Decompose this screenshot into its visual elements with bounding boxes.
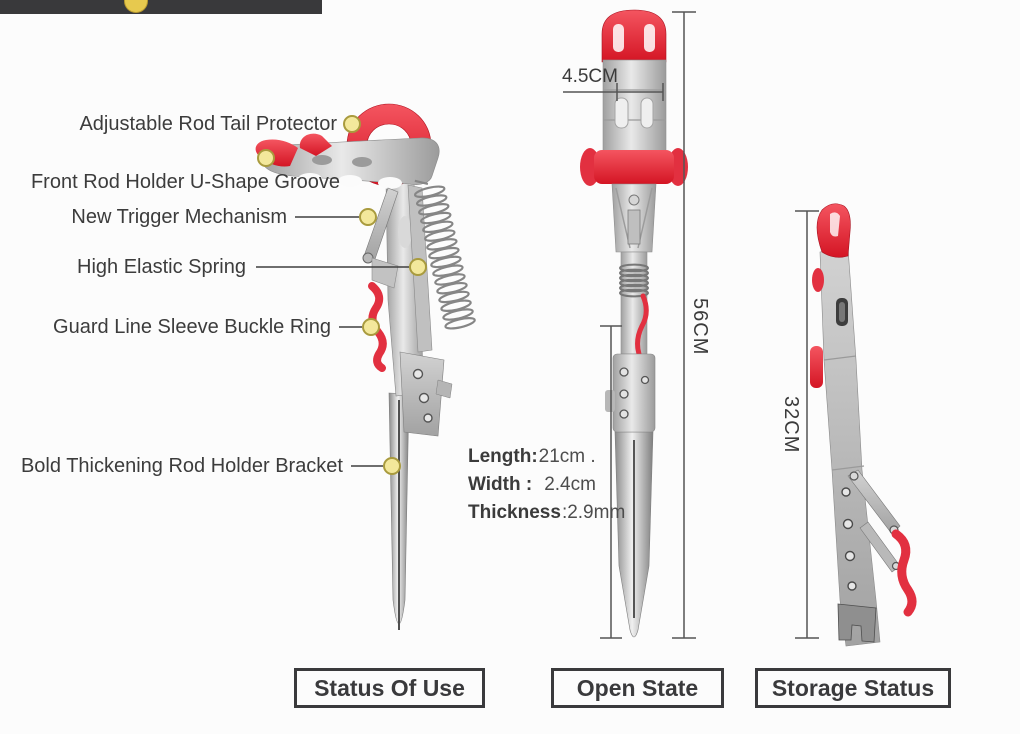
dimension-lines <box>563 11 819 639</box>
callout-label-rod-tail-protector: Adjustable Rod Tail Protector <box>79 113 337 135</box>
caption-storage-status: Storage Status <box>755 668 951 708</box>
dimension-storage-height: 32CM <box>780 396 802 454</box>
callout-label-trigger-mechanism: New Trigger Mechanism <box>71 206 287 228</box>
callout-dot-icon <box>257 149 275 167</box>
top-banner-fragment <box>0 0 322 14</box>
storage-view-image <box>810 203 917 647</box>
callout-label-ushape-groove: Front Rod Holder U-Shape Groove <box>30 171 340 193</box>
caption-status-of-use: Status Of Use <box>294 668 485 708</box>
spec-thickness-value: :2.9mm <box>561 502 626 523</box>
open-view-image <box>580 9 688 638</box>
callout-lines <box>256 216 409 467</box>
callout-dot-icon <box>383 457 401 475</box>
dimension-open-height: 56CM <box>689 298 711 356</box>
callout-dots <box>257 115 427 475</box>
caption-open-state: Open State <box>551 668 724 708</box>
spring-coil <box>413 179 476 330</box>
spec-thickness-label: Thickness <box>468 502 561 523</box>
callout-label-buckle-ring: Guard Line Sleeve Buckle Ring <box>53 316 331 338</box>
spec-list: Length: 21cm . Width : 2.4cm Thickness :… <box>468 446 625 530</box>
spec-thickness: Thickness :2.9mm <box>468 502 625 530</box>
dimension-top-width: 4.5CM <box>562 66 618 87</box>
callout-dot-icon <box>409 258 427 276</box>
callout-label-elastic-spring: High Elastic Spring <box>77 256 246 278</box>
callout-dot-icon <box>359 208 377 226</box>
spring-coil <box>619 263 649 298</box>
spec-width: Width : 2.4cm <box>468 474 625 502</box>
callout-dot-icon <box>343 115 361 133</box>
spec-length: Length: 21cm . <box>468 446 625 474</box>
callout-label-holder-bracket: Bold Thickening Rod Holder Bracket <box>20 455 343 477</box>
spec-width-value: 2.4cm <box>544 474 596 495</box>
spec-length-value: 21cm . <box>538 446 596 467</box>
callout-dot-icon <box>362 318 380 336</box>
spec-length-label: Length: <box>468 446 538 467</box>
spec-width-label: Width : <box>468 474 533 495</box>
